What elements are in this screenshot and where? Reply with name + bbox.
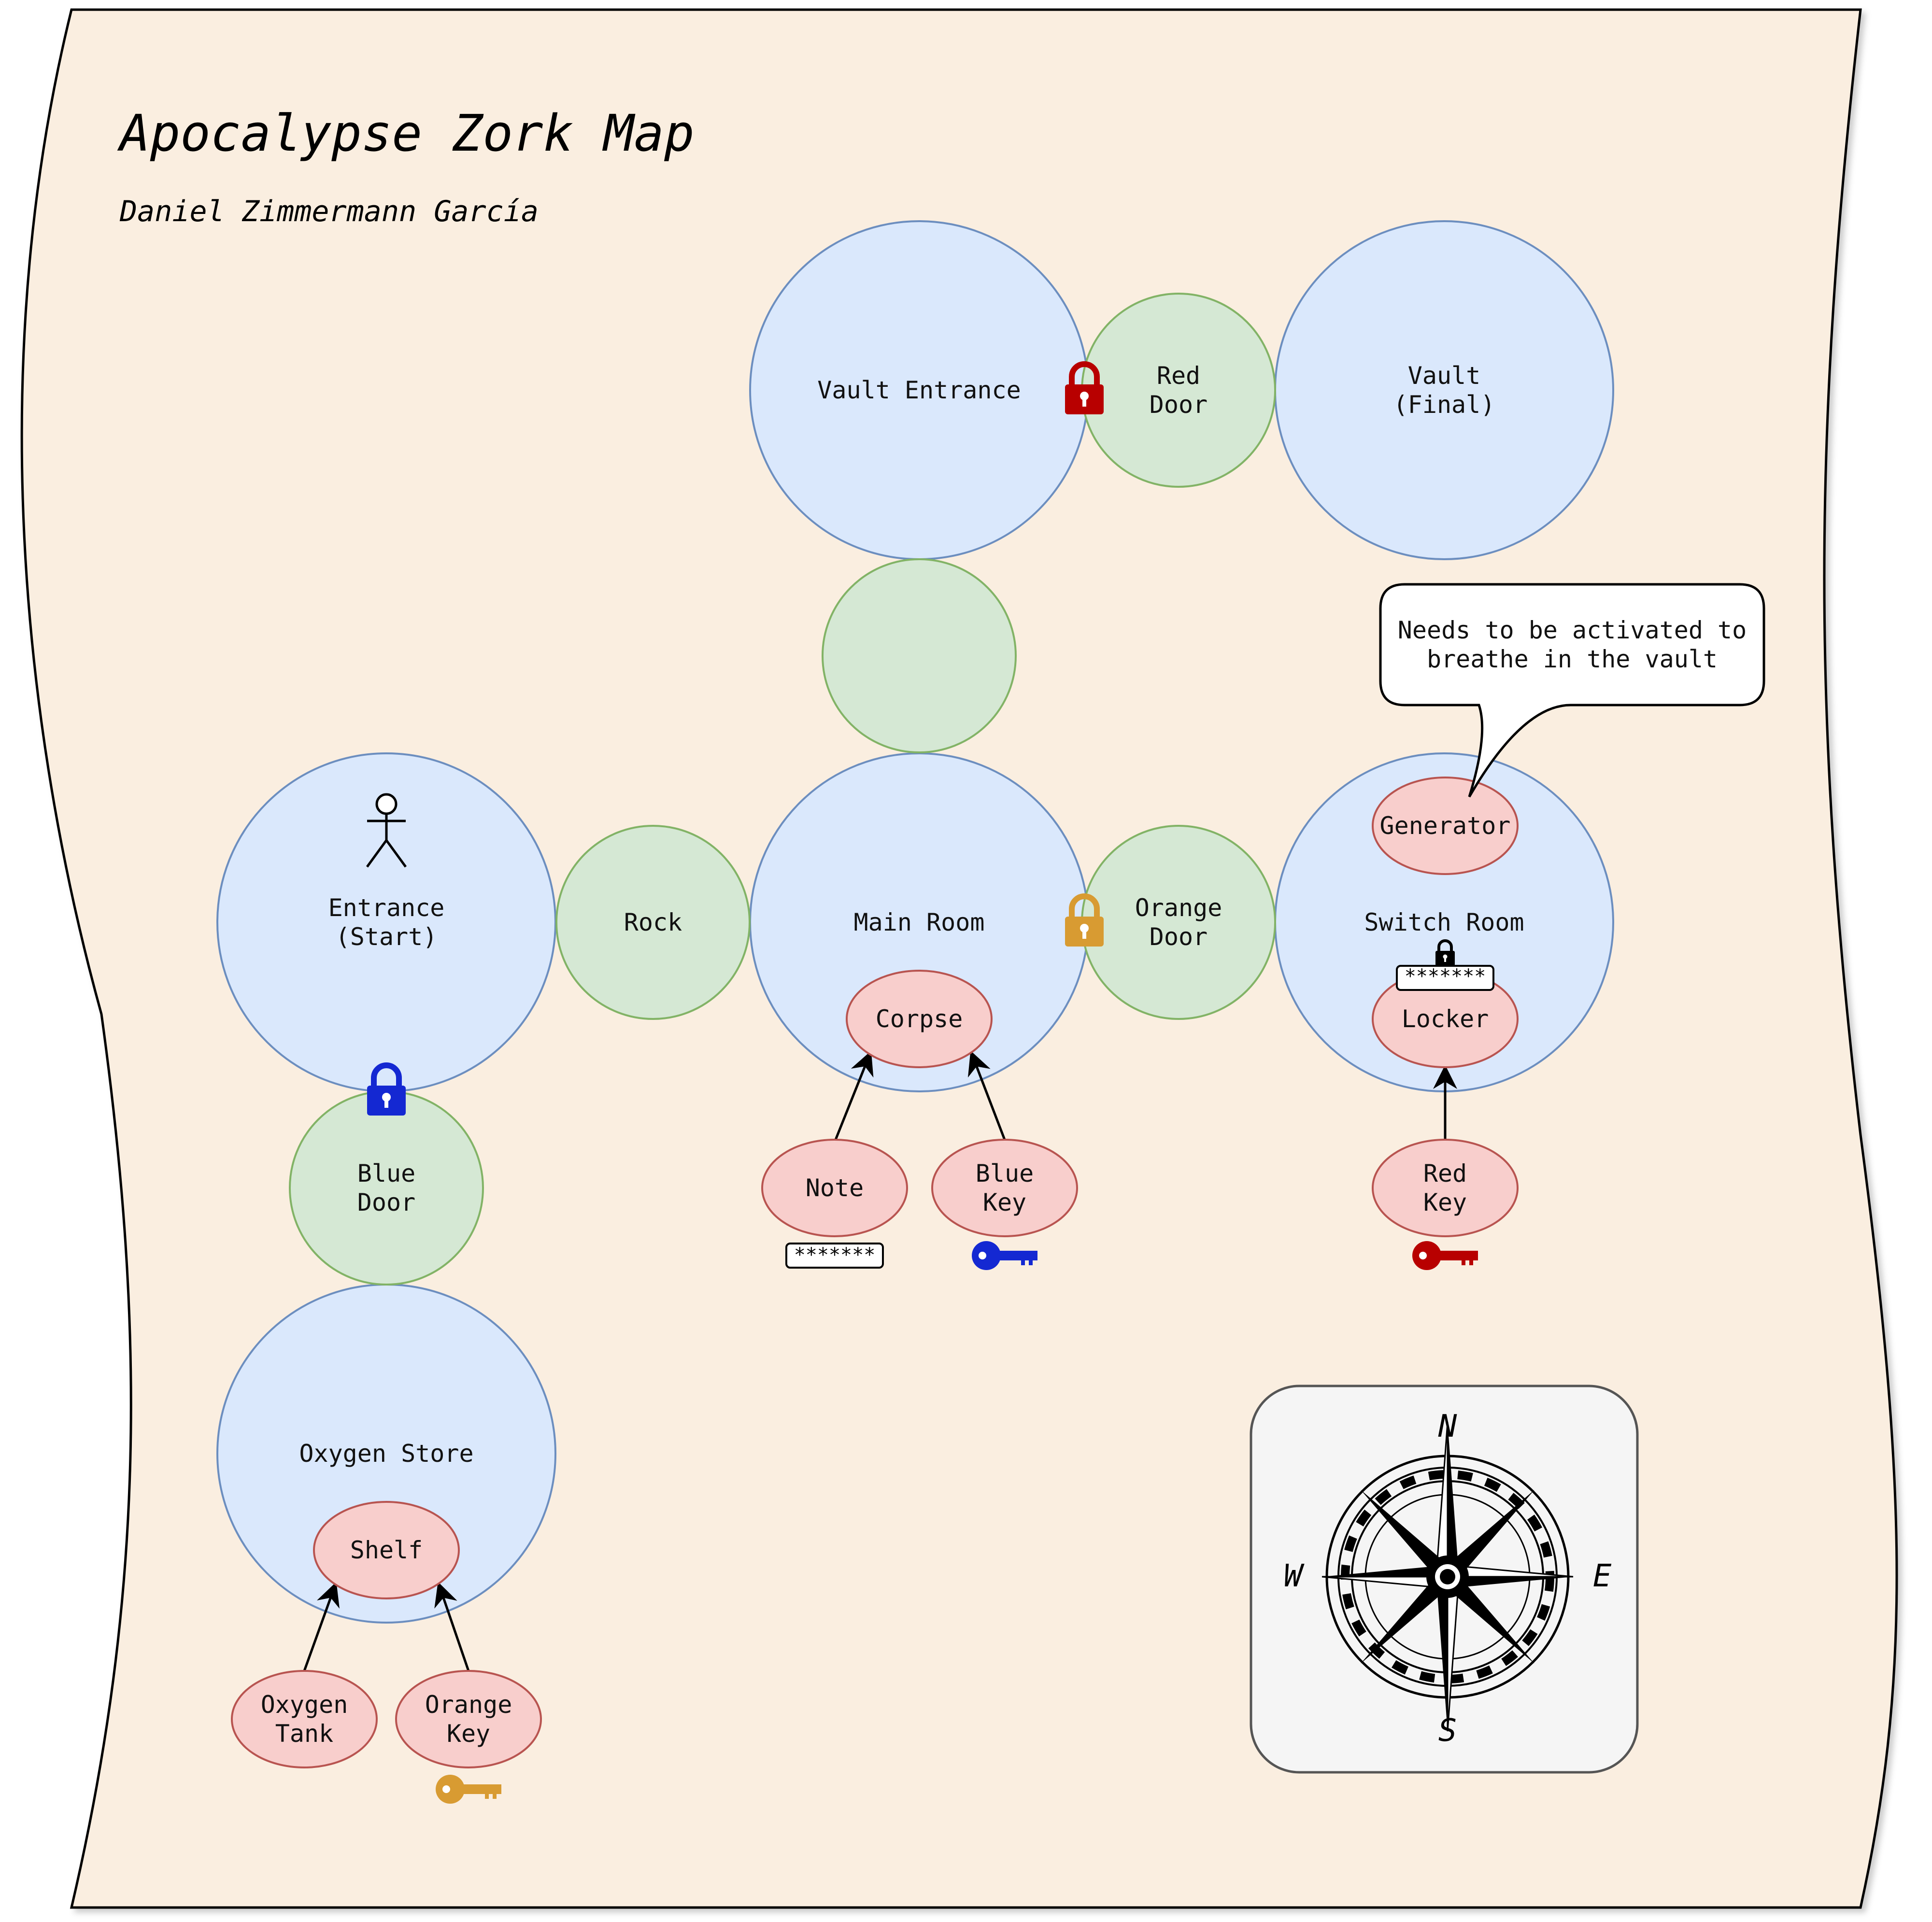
map-title: Apocalypse Zork Map [117, 104, 695, 163]
key-orange-icon [436, 1775, 501, 1804]
svg-text:Key: Key [447, 1720, 490, 1748]
arrow-orangekey-to-shelf [434, 1582, 470, 1671]
compass-rose-icon: N S E W [1250, 1385, 1639, 1774]
svg-text:Needs to be activated to: Needs to be activated to [1398, 616, 1747, 644]
callout-generator-note: Needs to be activated to breathe in the … [1379, 583, 1765, 798]
svg-text:Shelf: Shelf [350, 1536, 423, 1564]
svg-text:Oxygen Store: Oxygen Store [299, 1440, 473, 1468]
map-author: Daniel Zimmermann García [119, 195, 539, 228]
item-orange-key: Orange Key [395, 1670, 542, 1768]
svg-text:Blue: Blue [357, 1159, 415, 1187]
svg-text:(Start): (Start) [336, 923, 438, 951]
svg-text:Door: Door [1150, 391, 1208, 419]
item-corpse: Corpse [846, 970, 993, 1068]
arrow-oxygentank-to-shelf [303, 1582, 340, 1671]
svg-text:(Final): (Final) [1393, 391, 1495, 419]
svg-text:Rock: Rock [624, 908, 682, 936]
svg-text:Main Room: Main Room [854, 908, 985, 936]
svg-text:Red: Red [1423, 1159, 1467, 1187]
arrow-bluekey-to-corpse [967, 1050, 1006, 1140]
svg-text:Key: Key [983, 1188, 1026, 1216]
room-vault-entrance: Vault Entrance [749, 220, 1089, 560]
svg-text:Entrance: Entrance [328, 894, 445, 922]
key-blue-icon [972, 1241, 1037, 1270]
svg-text:Blue: Blue [976, 1159, 1034, 1187]
item-note: Note [761, 1139, 908, 1237]
player-start-icon [366, 793, 407, 868]
item-oxygen-tank: Oxygen Tank [231, 1670, 378, 1768]
compass-south-label: S [1438, 1713, 1457, 1749]
room-switch-room: Switch Room [1274, 752, 1614, 1092]
svg-text:Oxygen: Oxygen [261, 1691, 348, 1719]
compass-west-label: W [1284, 1558, 1305, 1594]
password-field-locker: ******* [1396, 965, 1494, 991]
passage-north [822, 558, 1017, 753]
key-red-icon [1412, 1241, 1478, 1270]
svg-text:Door: Door [1150, 923, 1208, 951]
door-blue: Blue Door [289, 1090, 484, 1286]
item-locker: Locker [1372, 970, 1519, 1068]
item-shelf: Shelf [313, 1501, 460, 1599]
door-orange: Orange Door [1081, 825, 1276, 1020]
room-vault-final: Vault (Final) [1274, 220, 1614, 560]
compass-east-label: E [1593, 1558, 1612, 1594]
svg-text:Note: Note [806, 1174, 864, 1202]
svg-text:Tank: Tank [275, 1720, 333, 1748]
svg-text:Vault: Vault [1408, 362, 1481, 390]
svg-text:Orange: Orange [1135, 894, 1222, 922]
svg-text:*******: ******* [1405, 965, 1486, 988]
arrow-note-to-corpse [834, 1050, 874, 1140]
compass-north-label: N [1438, 1409, 1457, 1444]
svg-text:Corpse: Corpse [876, 1005, 963, 1033]
padlock-blue-icon [367, 1062, 406, 1116]
item-blue-key: Blue Key [931, 1139, 1078, 1237]
item-generator: Generator [1372, 777, 1519, 875]
svg-text:*******: ******* [794, 1244, 876, 1266]
padlock-orange-icon [1065, 893, 1104, 947]
door-red: Red Door [1081, 293, 1276, 488]
room-entrance-start: Entrance (Start) [216, 752, 556, 1092]
svg-text:Red: Red [1157, 362, 1200, 390]
padlock-red-icon [1065, 361, 1104, 414]
svg-text:Generator: Generator [1380, 812, 1511, 840]
room-oxygen-store: Oxygen Store [216, 1284, 556, 1624]
svg-text:Switch Room: Switch Room [1364, 908, 1524, 936]
svg-text:breathe in the vault: breathe in the vault [1427, 645, 1718, 673]
svg-text:Key: Key [1423, 1188, 1467, 1216]
svg-text:Locker: Locker [1402, 1005, 1489, 1033]
padlock-locker-icon [1435, 939, 1455, 966]
svg-text:Orange: Orange [425, 1691, 512, 1719]
svg-text:Door: Door [357, 1188, 415, 1216]
door-rock: Rock [555, 825, 751, 1020]
item-red-key: Red Key [1372, 1139, 1519, 1237]
password-field-note: ******* [785, 1243, 884, 1269]
svg-text:Vault Entrance: Vault Entrance [817, 376, 1021, 404]
